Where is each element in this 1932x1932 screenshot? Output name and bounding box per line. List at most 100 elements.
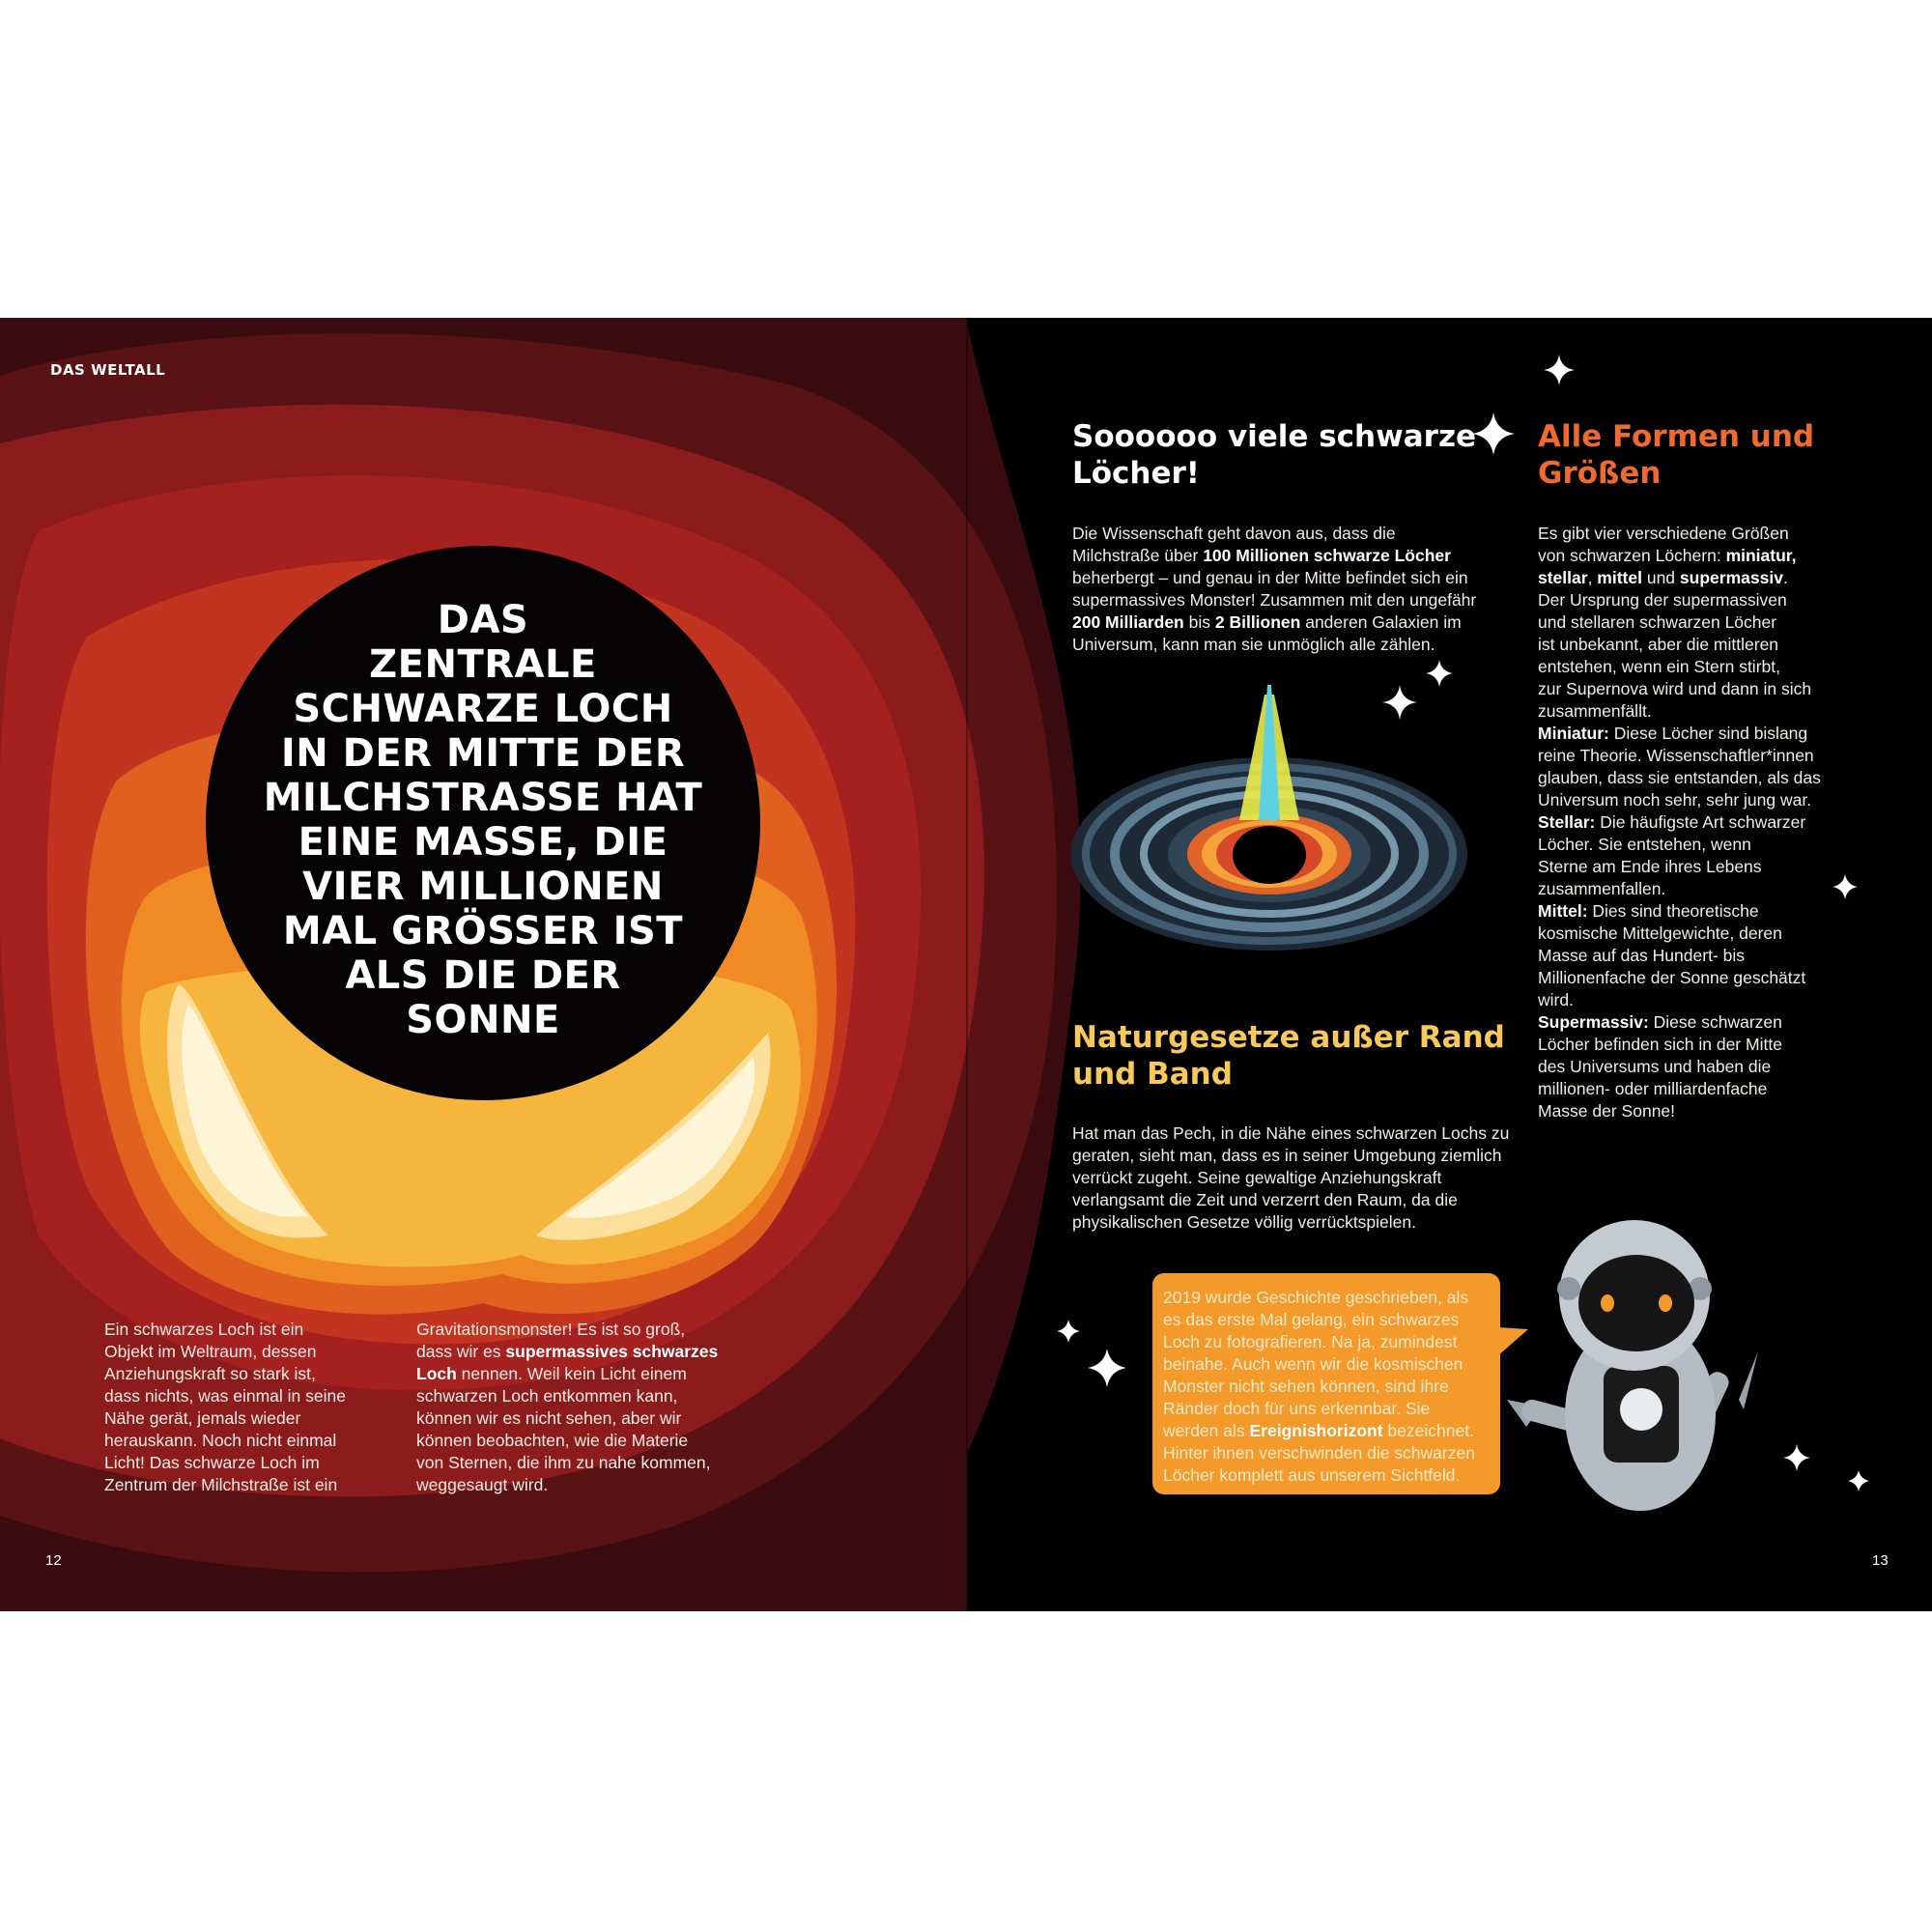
text-line: Miniatur: Diese Löcher sind bislang [1538, 724, 1808, 743]
callout-box: 2019 wurde Geschichte geschrieben, als es… [1152, 1273, 1500, 1494]
text-line: können beobachten, wie die Materie [416, 1431, 689, 1450]
text-line: Supermassiv: Diese schwarzen [1538, 1012, 1782, 1032]
text-line: DAS [437, 598, 529, 642]
text-line: Es gibt vier verschiedene Größen [1538, 524, 1789, 543]
text-line: Alle Formen und [1538, 419, 1815, 454]
bold-text: Loch [416, 1364, 457, 1383]
black-hole-illustration [1071, 685, 1467, 951]
text-line: Loch zu fotografieren. Na ja, zumindest [1163, 1332, 1458, 1351]
text-line: stellar, mittel und supermassiv. [1538, 568, 1788, 587]
text-line: weggesaugt wird. [416, 1475, 549, 1494]
text-line: SCHWARZE LOCH [293, 687, 673, 731]
bold-text: Stellar: [1538, 812, 1596, 832]
text-line: IN DER MITTE DER [280, 731, 686, 776]
black-hole-background-illustration [0, 318, 1869, 1611]
text-line: Naturgesetze außer Rand [1072, 1020, 1505, 1055]
text-line: Nähe gerät, jemals wieder [104, 1408, 301, 1428]
bold-text: miniatur, [1725, 546, 1797, 565]
text-line: werden als Ereignishorizont bezeichnet. [1163, 1421, 1474, 1440]
text-line: EINE MASSE, DIE [298, 820, 668, 865]
text-line: Gravitationsmonster! Es ist so groß, [416, 1320, 686, 1339]
bold-text: Mittel: [1538, 901, 1588, 921]
text-line: des Universums und haben die [1538, 1057, 1772, 1076]
text-line: herauskann. Noch nicht einmal [104, 1431, 337, 1450]
text-line: 2019 wurde Geschichte geschrieben, als [1163, 1288, 1469, 1307]
text-line: reine Theorie. Wissenschaftler*innen [1538, 746, 1814, 765]
text-line: SONNE [406, 998, 560, 1042]
section-body-many-black-holes: Die Wissenschaft geht davon aus, dass di… [1072, 523, 1476, 656]
bold-text: 100 Millionen schwarze Löcher [1203, 546, 1451, 565]
text-line: von schwarzen Löchern: miniatur, [1538, 546, 1797, 565]
bold-text: supermassiv [1679, 568, 1783, 587]
text-line: Loch nennen. Weil kein Licht einem [416, 1364, 687, 1383]
text-line: Zentrum der Milchstraße ist ein [104, 1475, 338, 1494]
text-line: von Sternen, die ihm zu nahe kommen, [416, 1453, 711, 1472]
section-label: DAS WELTALL [50, 361, 166, 379]
text-line: können wir es nicht sehen, aber wir [416, 1408, 682, 1428]
text-line: supermassives Monster! Zusammen mit den … [1072, 590, 1477, 610]
text-line: beherbergt – und genau in der Mitte befi… [1072, 568, 1468, 587]
intro-column-2: Gravitationsmonster! Es ist so groß,dass… [416, 1319, 718, 1496]
robot-mascot-illustration [1507, 1220, 1758, 1511]
text-line: Masse auf das Hundert- bis [1538, 946, 1745, 965]
text-line: Universum, kann man sie unmöglich alle z… [1072, 635, 1435, 654]
text-line: ALS DIE DER [345, 953, 621, 998]
callout-text: 2019 wurde Geschichte geschrieben, als es… [1152, 1273, 1500, 1487]
text-line: Millionenfache der Sonne geschätzt [1538, 968, 1806, 987]
text-line: Soooooo viele schwarze [1072, 419, 1477, 454]
text-line: wird. [1538, 990, 1574, 1009]
text-line: ZENTRALE [369, 642, 597, 687]
text-line: MAL GRÖSSER IST [282, 909, 684, 953]
text-line: und Band [1072, 1057, 1233, 1092]
page-number-right: 13 [1872, 1552, 1889, 1569]
text-line: Anziehungskraft so stark ist, [104, 1364, 316, 1383]
text-line: glauben, dass sie entstanden, als das [1538, 768, 1821, 787]
text-line: Die Wissenschaft geht davon aus, dass di… [1072, 524, 1396, 543]
text-line: Hinter ihnen verschwinden die schwarzen [1163, 1443, 1475, 1463]
text-line: physikalischen Gesetze völlig verrücktsp… [1072, 1212, 1416, 1232]
text-line: Objekt im Weltraum, dessen [104, 1342, 317, 1361]
text-line: und stellaren schwarzen Löcher [1538, 612, 1777, 632]
text-line: entstehen, wenn ein Stern stirbt, [1538, 657, 1780, 676]
text-line: Stellar: Die häufigste Art schwarzer [1538, 812, 1806, 832]
text-line: dass nichts, was einmal in seine [104, 1386, 346, 1406]
text-line: Löcher befinden sich in der Mitte [1538, 1035, 1782, 1054]
text-line: Mittel: Dies sind theoretische [1538, 901, 1759, 921]
bold-text: Supermassiv: [1538, 1012, 1649, 1032]
text-line: Ein schwarzes Loch ist ein [104, 1320, 304, 1339]
text-line: es das erste Mal gelang, ein schwarzes [1163, 1310, 1460, 1329]
text-line: kosmische Mittelgewichte, deren [1538, 923, 1782, 943]
text-line: verlangsamt die Zeit und verzerrt den Ra… [1072, 1190, 1458, 1209]
text-line: Licht! Das schwarze Loch im [104, 1453, 320, 1472]
text-line: verrückt zugeht. Seine gewaltige Anziehu… [1072, 1168, 1442, 1187]
text-line: Sterne am Ende ihres Lebens [1538, 857, 1762, 876]
text-line: Monster nicht sehen können, sind ihre [1163, 1377, 1449, 1396]
star-decorations [1057, 355, 1869, 1492]
text-line: Hat man das Pech, in die Nähe eines schw… [1072, 1123, 1510, 1143]
text-line: 200 Milliarden bis 2 Billionen anderen G… [1072, 612, 1462, 632]
bold-text: stellar [1538, 568, 1588, 587]
text-line: zusammenfällt. [1538, 701, 1652, 721]
bold-text: supermassives schwarzes [505, 1342, 719, 1361]
text-line: Der Ursprung der supermassiven [1538, 590, 1787, 610]
section-body-laws-of-nature: Hat man das Pech, in die Nähe eines schw… [1072, 1122, 1509, 1234]
text-line: Universum noch sehr, sehr jung war. [1538, 790, 1812, 810]
bold-text: Miniatur: [1538, 724, 1609, 743]
text-line: schwarzen Loch entkommen kann, [416, 1386, 678, 1406]
text-line: Milchstraße über 100 Millionen schwarze … [1072, 546, 1451, 565]
text-line: Löcher komplett aus unserem Sichtfeld. [1163, 1465, 1461, 1485]
text-line: millionen- oder milliardenfache [1538, 1079, 1768, 1098]
text-line: Größen [1538, 456, 1662, 491]
bold-text: mittel [1597, 568, 1642, 587]
text-line: zur Supernova wird und dann in sich [1538, 679, 1812, 698]
text-line: Löcher. Sie entstehen, wenn [1538, 835, 1751, 854]
text-line: ist unbekannt, aber die mittleren [1538, 635, 1779, 654]
text-line: Masse der Sonne! [1538, 1101, 1676, 1121]
bold-text: 200 Milliarden [1072, 612, 1184, 632]
text-line: zusammenfallen. [1538, 879, 1666, 898]
